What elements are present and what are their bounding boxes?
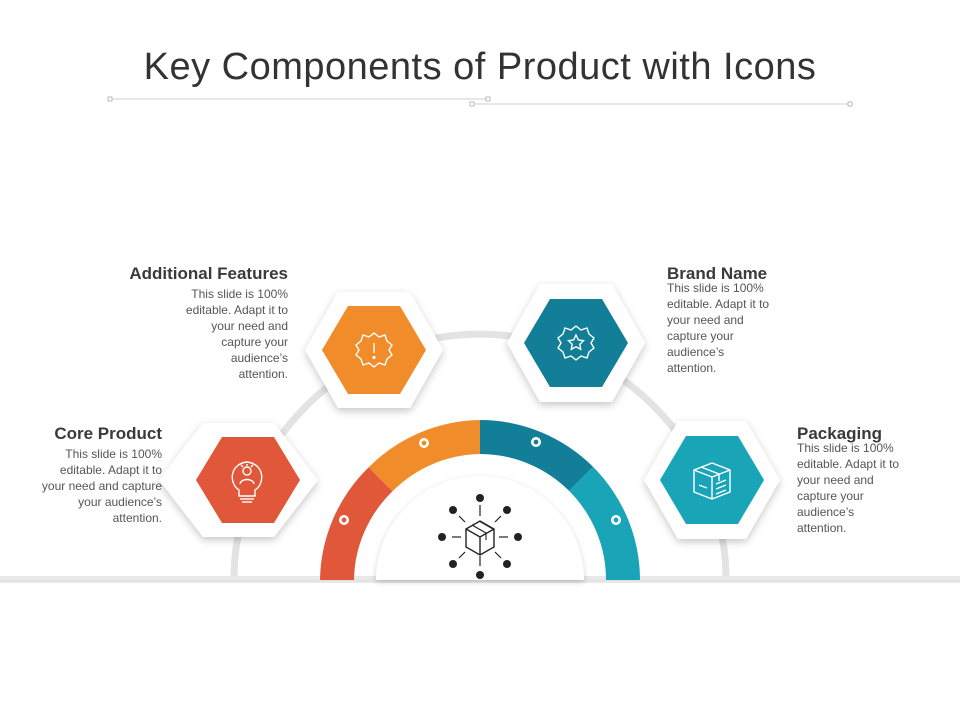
hex-fill-brand: [524, 299, 628, 387]
hex-additional-features: [305, 292, 443, 408]
body-core-product: This slide is 100% editable. Adapt it to…: [41, 447, 162, 525]
inner-disc: [376, 476, 584, 580]
ring-dots: [339, 437, 621, 525]
page-title: Key Components of Product with Icons: [143, 46, 817, 88]
body-packaging: This slide is 100% editable. Adapt it to…: [797, 441, 900, 535]
title-divider: [107, 96, 853, 107]
text-block-additional-features: Additional Features This slide is 100% e…: [96, 264, 288, 382]
body-brand-name: This slide is 100% editable. Adapt it to…: [667, 281, 770, 375]
hex-packaging: [644, 421, 780, 539]
text-block-brand-name: Brand Name This slide is 100% editable. …: [667, 264, 797, 376]
text-block-core-product: Core Product This slide is 100% editable…: [30, 424, 162, 526]
ring-segment-packaging: [569, 466, 640, 580]
ring-segment-brand: [480, 420, 594, 491]
product-box-network-icon: [438, 494, 522, 579]
hex-brand-name: [507, 284, 645, 402]
ring-segment-additional: [368, 420, 480, 492]
ring-segment-core: [320, 467, 393, 580]
star-badge-icon: [557, 325, 595, 361]
text-block-packaging: Packaging This slide is 100% editable. A…: [797, 424, 927, 536]
heading-core-product: Core Product: [54, 424, 162, 443]
heading-additional-features: Additional Features: [129, 264, 288, 283]
alert-badge-icon: [355, 332, 393, 368]
heading-packaging: Packaging: [797, 424, 883, 443]
heading-brand-name: Brand Name: [667, 264, 768, 283]
lightbulb-person-icon: [231, 461, 263, 503]
hex-core-product: [159, 423, 318, 537]
package-list-icon: [693, 462, 731, 500]
body-additional-features: This slide is 100% editable. Adapt it to…: [185, 287, 288, 381]
segment-ring: [320, 420, 640, 580]
